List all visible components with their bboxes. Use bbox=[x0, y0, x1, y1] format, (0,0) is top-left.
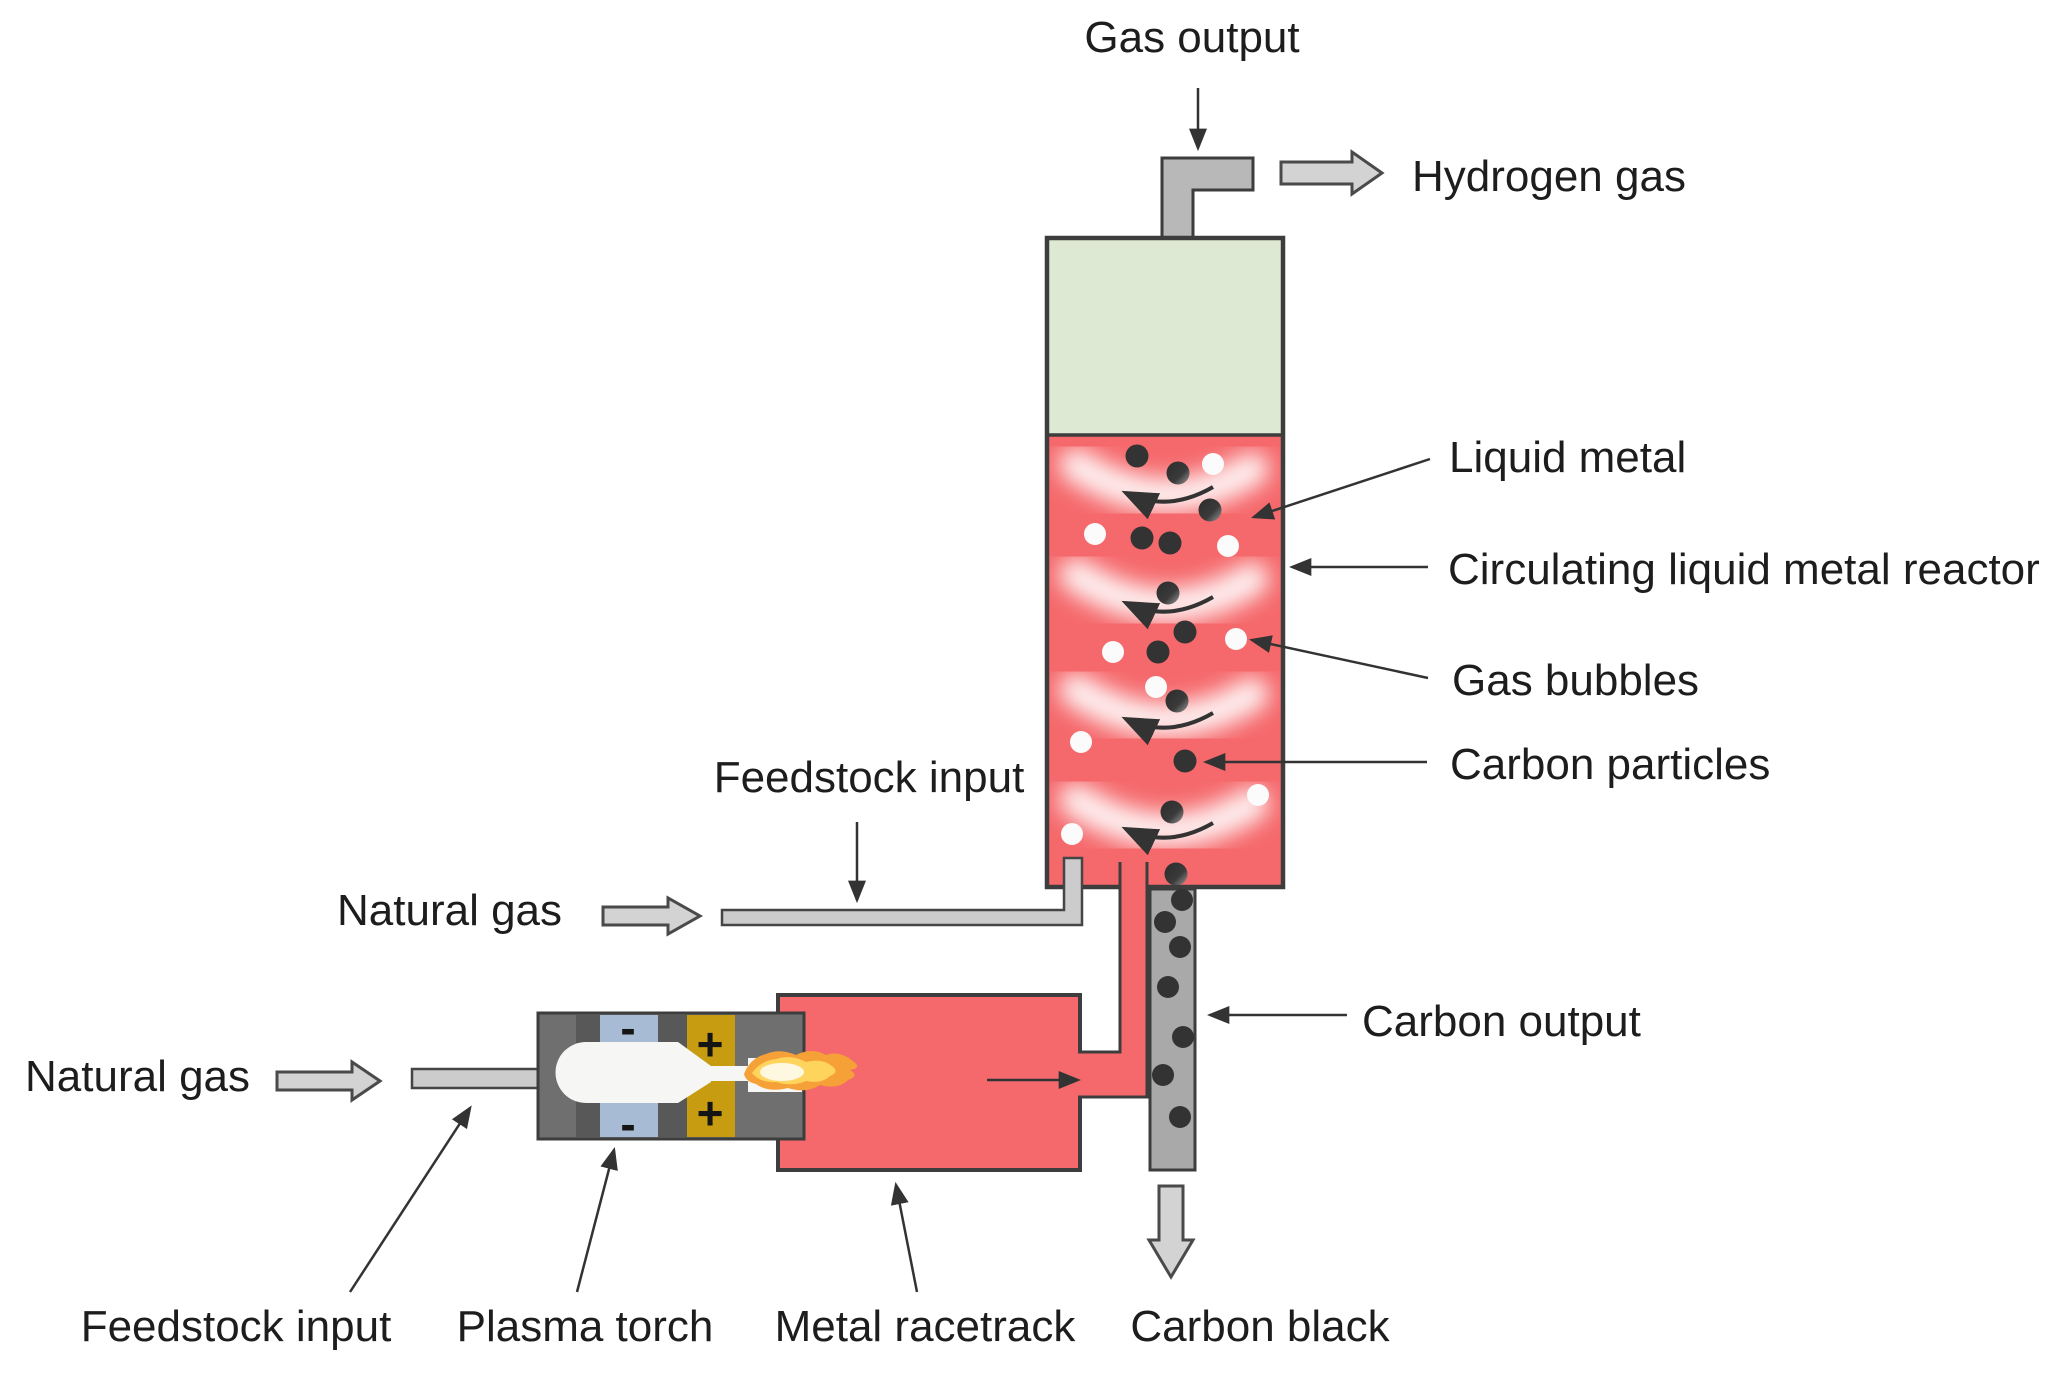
carbon-particle bbox=[1160, 800, 1184, 824]
torch-feed-pipe bbox=[410, 1067, 544, 1090]
metal-racetrack-label: Metal racetrack bbox=[774, 1302, 1076, 1351]
carbon-particle bbox=[1172, 1026, 1194, 1048]
plasma-cavity bbox=[555, 1042, 711, 1103]
gas-bubbles-leader bbox=[1248, 635, 1429, 680]
liquid-metal-label: Liquid metal bbox=[1449, 433, 1687, 482]
carbon-particle bbox=[1156, 581, 1180, 605]
natural-gas-top-label: Natural gas bbox=[337, 886, 563, 935]
carbon-particle bbox=[1164, 862, 1188, 886]
cathode-minus-top: - bbox=[620, 1002, 635, 1054]
gas-bubbles-label: Gas bubbles bbox=[1452, 656, 1700, 705]
gas-bubble bbox=[1217, 535, 1239, 557]
anode-plus-top: + bbox=[697, 1018, 724, 1070]
reactor-bubbles bbox=[1061, 444, 1269, 886]
carbon-particle bbox=[1165, 689, 1189, 713]
carbon-particle bbox=[1158, 531, 1182, 555]
liquid-metal-leader bbox=[1251, 457, 1431, 520]
carbon-particle bbox=[1169, 936, 1191, 958]
liquid-metal-riser-pipe bbox=[1076, 862, 1149, 1099]
reactor-wall bbox=[1044, 235, 1286, 890]
carbon-particle bbox=[1198, 498, 1222, 522]
carbon-particles-label: Carbon particles bbox=[1450, 740, 1771, 789]
carbon-particle bbox=[1152, 1064, 1174, 1086]
hydrogen-gas-arrow bbox=[1279, 149, 1385, 197]
carbon-particle bbox=[1146, 640, 1170, 664]
reactor-gas-headspace bbox=[1045, 236, 1285, 437]
carbon-particle bbox=[1173, 749, 1197, 773]
feedstock-bottom-leader bbox=[348, 1105, 472, 1293]
gas-bubble bbox=[1145, 676, 1167, 698]
feedstock-input-top-label: Feedstock input bbox=[713, 753, 1025, 802]
carbon-particle bbox=[1166, 461, 1190, 485]
feedstock-pipe bbox=[720, 856, 1084, 927]
carbon-particle bbox=[1169, 1106, 1191, 1128]
carbon-black-label: Carbon black bbox=[1130, 1302, 1390, 1351]
gas-bubble bbox=[1070, 731, 1092, 753]
carbon-black-arrow bbox=[1146, 1184, 1196, 1280]
gas-bubble bbox=[1084, 523, 1106, 545]
natural-gas-bottom-label: Natural gas bbox=[25, 1052, 251, 1101]
carbon-particle bbox=[1130, 526, 1154, 550]
plasma-torch-label: Plasma torch bbox=[456, 1302, 714, 1351]
metal-racetrack-leader bbox=[890, 1181, 919, 1293]
gas-bubble bbox=[1202, 453, 1224, 475]
circulation-arrows bbox=[1121, 485, 1214, 856]
natural-gas-bottom-arrow bbox=[275, 1059, 383, 1103]
natural-gas-top-arrow bbox=[601, 895, 704, 937]
plasma-torch-assembly: - - + + bbox=[410, 1002, 858, 1150]
plasma-channel bbox=[704, 1066, 754, 1081]
gas-outlet-pipe bbox=[1160, 156, 1255, 244]
liquid-metal-circulation-glow bbox=[1059, 448, 1269, 848]
cathode-minus-bottom: - bbox=[620, 1098, 635, 1150]
anode-plus-bottom: + bbox=[697, 1087, 724, 1139]
carbon-output-label: Carbon output bbox=[1362, 997, 1641, 1046]
circulating-reactor-label: Circulating liquid metal reactor bbox=[1448, 545, 2040, 594]
carbon-particle bbox=[1157, 976, 1179, 998]
carbon-particle bbox=[1154, 911, 1176, 933]
gas-bubble bbox=[1225, 628, 1247, 650]
gas-bubble bbox=[1061, 823, 1083, 845]
carbon-particle bbox=[1125, 444, 1149, 468]
carbon-particle bbox=[1171, 889, 1193, 911]
gas-bubble bbox=[1102, 641, 1124, 663]
carbon-particle bbox=[1173, 620, 1197, 644]
gas-output-label: Gas output bbox=[1084, 13, 1300, 62]
hydrogen-gas-label: Hydrogen gas bbox=[1412, 152, 1686, 201]
circulating-liquid-metal-reactor bbox=[1044, 235, 1286, 890]
feedstock-input-bottom-label: Feedstock input bbox=[80, 1302, 392, 1351]
carbon-tube-particles bbox=[1152, 889, 1194, 1128]
plasma-torch-leader bbox=[575, 1146, 618, 1293]
gas-bubble bbox=[1247, 784, 1269, 806]
torch-flame-icon bbox=[744, 1051, 858, 1091]
